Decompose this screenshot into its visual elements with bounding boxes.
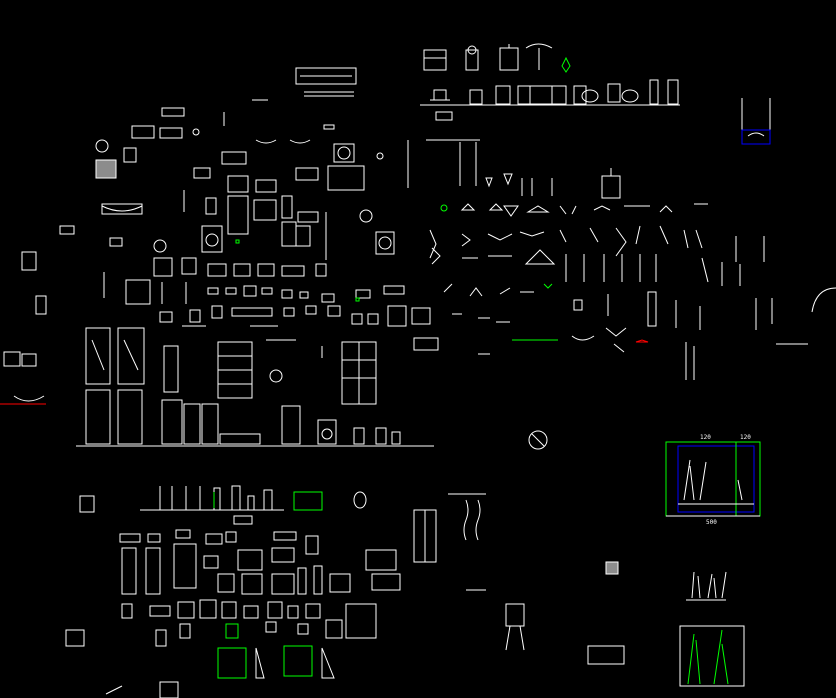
- block-elevation-garden[interactable]: 120 120 500: [665, 434, 761, 526]
- plant-icon: [561, 56, 571, 73]
- block-group-bottom-middle[interactable]: [413, 493, 625, 665]
- block-group-doors-showers[interactable]: [76, 327, 434, 447]
- dimension-label-c: 500: [706, 519, 717, 526]
- green-markers: [235, 239, 360, 302]
- dimension-label-a: 120: [700, 434, 711, 441]
- dimension-label-b: 120: [740, 434, 751, 441]
- block-group-fixtures-cluster[interactable]: [159, 285, 439, 383]
- block-group-sanitary-top[interactable]: [420, 43, 680, 141]
- block-group-plants[interactable]: [679, 571, 745, 687]
- block-group-lighting[interactable]: [429, 168, 836, 450]
- green-kitchen-accents: [213, 491, 323, 679]
- red-lamp-marker: [635, 339, 649, 343]
- block-blue-shelf[interactable]: [741, 98, 771, 145]
- block-group-left-extras[interactable]: [0, 351, 95, 513]
- block-group-left-misc[interactable]: [21, 139, 373, 315]
- green-light-fixtures: [440, 204, 558, 341]
- block-group-appliances-mid[interactable]: [103, 221, 395, 305]
- block-group-accessories[interactable]: [131, 67, 477, 188]
